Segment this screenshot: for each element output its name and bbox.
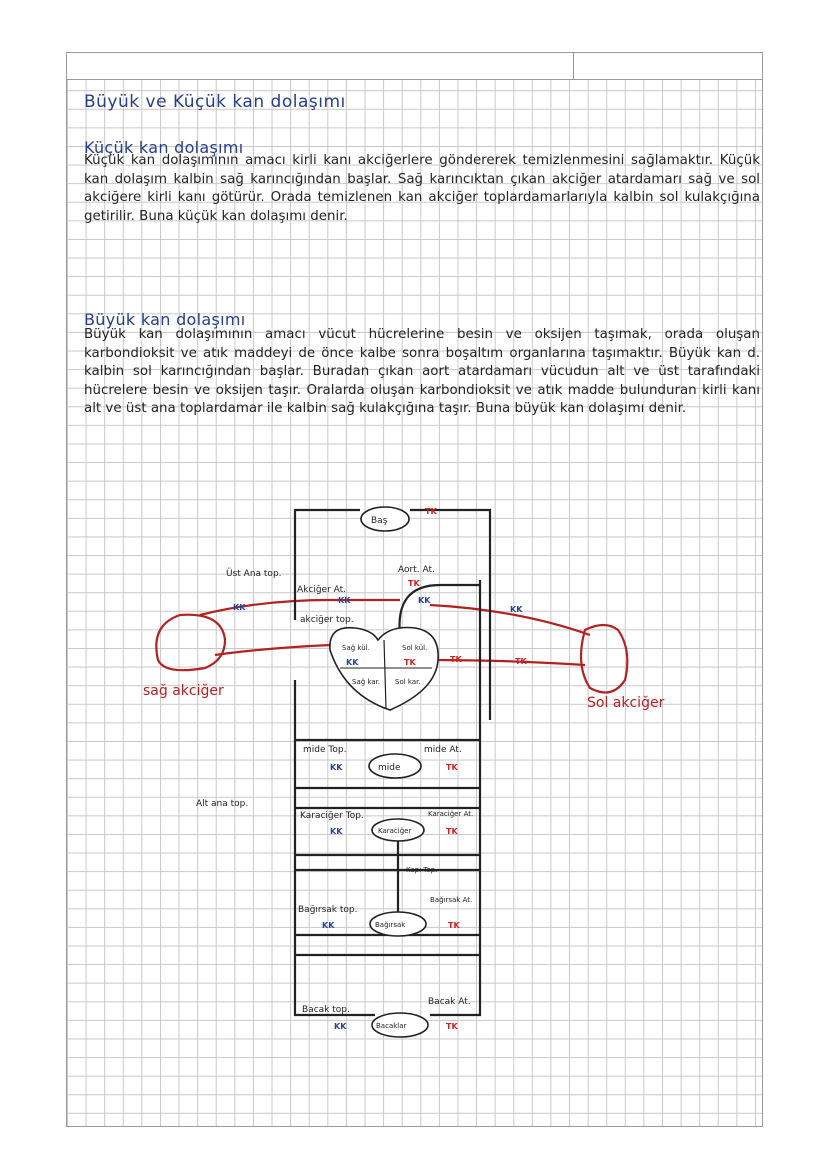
- pulmonary-vessel-left-top: [429, 603, 591, 637]
- label-stomach: mide: [378, 763, 401, 773]
- page-header-cell: [573, 53, 762, 79]
- label-kk-liver: KK: [330, 827, 343, 836]
- label-tk-stomach: TK: [446, 763, 458, 772]
- head-organ: [360, 506, 410, 532]
- label-left-ventricle: Sol kar.: [395, 678, 421, 686]
- label-legs: Bacaklar: [376, 1022, 407, 1030]
- liver-row: [295, 806, 480, 857]
- right-main-column: [430, 580, 482, 1017]
- label-left-atrium: Sol kül.: [402, 644, 427, 652]
- label-kk-intestine: KK: [322, 921, 335, 930]
- big-circulation-text: Büyük kan dolaşımının amacı vücut hücrel…: [84, 327, 760, 417]
- pulmonary-vessel-left-bottom: [429, 658, 586, 667]
- page-title: Büyük ve Küçük kan dolaşımı: [84, 92, 346, 112]
- pulmonary-vessel-right-top: [199, 598, 400, 617]
- label-tk-intestine: TK: [448, 921, 460, 930]
- legs-organ: [371, 1012, 429, 1038]
- label-kk-3: KK: [510, 605, 523, 614]
- label-kk-stomach: KK: [330, 763, 343, 772]
- label-tk-heart: TK: [404, 658, 416, 667]
- small-circulation-heading: Küçük kan dolaşımı: [84, 138, 244, 157]
- label-right-ventricle: Sağ kar.: [352, 678, 380, 686]
- liver-organ: [371, 818, 425, 842]
- label-kk-heart: KK: [346, 658, 359, 667]
- label-inferior-vena-cava: Alt ana top.: [196, 799, 248, 809]
- label-aorta: Aort. At.: [398, 565, 435, 575]
- label-tk-legs: TK: [446, 1022, 458, 1031]
- label-liver: Karaciğer: [378, 827, 411, 835]
- label-leg-artery: Bacak At.: [428, 997, 471, 1007]
- stomach-row: [295, 738, 480, 790]
- pulmonary-vessel-right-bottom: [214, 643, 331, 657]
- big-circulation-heading: Büyük kan dolaşımı: [84, 310, 246, 329]
- page-header-strip: [67, 53, 762, 80]
- label-kk-1: KK: [338, 596, 351, 605]
- label-portal-vein: Kapı Top.: [406, 866, 437, 874]
- right-lung: [155, 613, 227, 672]
- label-tk-aorta: TK: [408, 579, 420, 588]
- label-tk-6: TK: [515, 657, 527, 666]
- label-hepatic-vein: Karaciğer Top.: [300, 811, 364, 821]
- label-tk-head: TK: [425, 507, 437, 516]
- intestine-organ: [369, 911, 427, 937]
- left-main-column: [293, 680, 375, 1017]
- small-circulation-text: Küçük kan dolaşımının amacı kirli kanı a…: [84, 153, 760, 224]
- label-intestinal-artery: Bağırsak At.: [430, 896, 472, 904]
- aorta-arch: [398, 583, 480, 636]
- label-kk-legs: KK: [334, 1022, 347, 1031]
- label-pulmonary-artery: Akciğer At.: [297, 585, 346, 595]
- label-leg-vein: Bacak top.: [302, 1005, 350, 1015]
- label-right-lung: sağ akciğer: [143, 683, 224, 699]
- label-kk-4: KK: [233, 603, 246, 612]
- label-gastric-vein: mide Top.: [303, 745, 346, 755]
- heart: [329, 626, 439, 711]
- label-hepatic-artery: Karaciğer At.: [428, 810, 473, 818]
- head-loop: [293, 508, 492, 720]
- label-tk-5: TK: [450, 655, 462, 664]
- label-tk-liver: TK: [446, 827, 458, 836]
- label-head: Baş: [371, 516, 388, 526]
- label-intestine: Bağırsak: [375, 921, 406, 929]
- label-left-lung: Sol akciğer: [587, 695, 665, 711]
- label-superior-vena-cava: Üst Ana top.: [226, 568, 282, 579]
- label-pulmonary-vein: akciğer top.: [300, 615, 354, 625]
- grid-paper: [66, 52, 763, 1127]
- label-intestinal-vein: Bağırsak top.: [298, 905, 358, 915]
- left-lung: [579, 623, 629, 694]
- stomach-organ: [368, 753, 422, 779]
- label-kk-2: KK: [418, 596, 431, 605]
- label-gastric-artery: mide At.: [424, 745, 462, 755]
- label-right-atrium: Sağ kül.: [342, 644, 370, 652]
